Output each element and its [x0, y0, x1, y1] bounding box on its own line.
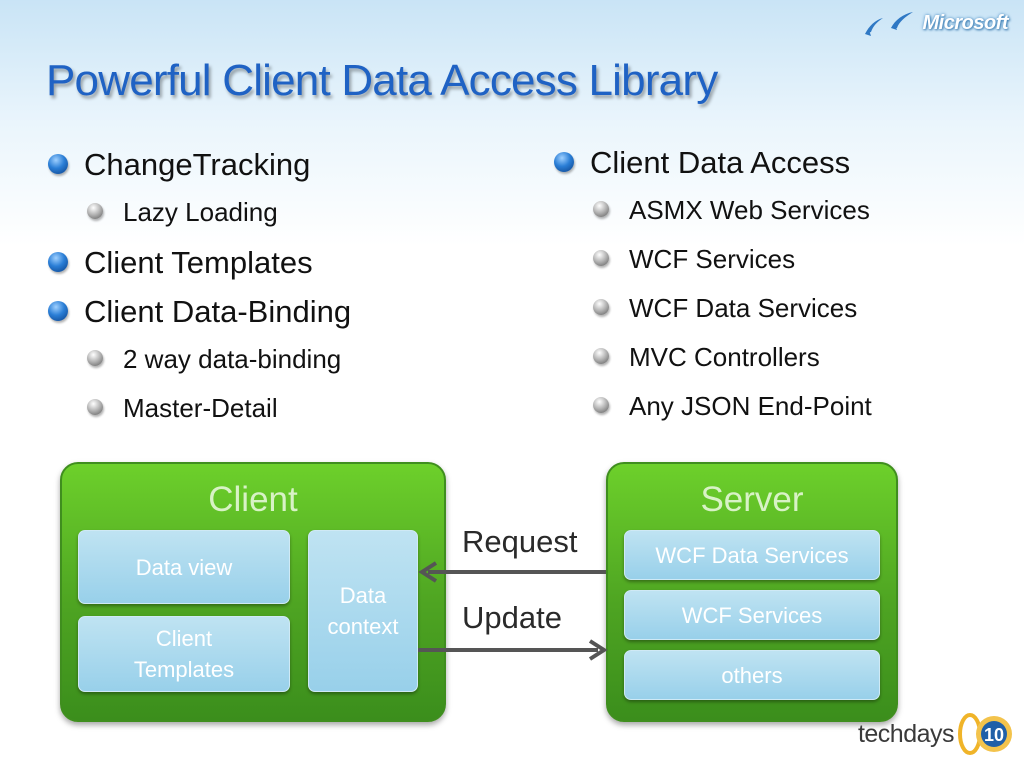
- sub-bullet-item: 2 way data-binding: [46, 344, 351, 374]
- sub-bullet-label: WCF Data Services: [629, 293, 858, 323]
- server-panel: Server WCF Data Services WCF Services ot…: [606, 462, 898, 722]
- sub-bullet-icon: [593, 250, 609, 266]
- sub-bullet-label: Lazy Loading: [123, 197, 278, 227]
- sub-bullet-label: Any JSON End-Point: [629, 391, 872, 421]
- bullet-icon: [554, 152, 574, 172]
- sub-bullet-label: ASMX Web Services: [629, 195, 870, 225]
- update-label: Update: [462, 600, 562, 635]
- sub-bullet-item: Master-Detail: [46, 393, 351, 423]
- sub-bullet-icon: [593, 397, 609, 413]
- sub-bullet-item: ASMX Web Services: [552, 195, 872, 225]
- server-panel-title: Server: [700, 480, 804, 519]
- techdays-logo-text: techdays: [857, 719, 955, 748]
- birds-icon: [864, 12, 913, 36]
- sub-bullet-label: MVC Controllers: [629, 342, 820, 372]
- sub-bullet-icon: [593, 299, 609, 315]
- client-templates-label-line1: Client: [155, 626, 213, 651]
- request-arrow-head: [418, 561, 438, 583]
- bullet-icon: [48, 301, 68, 321]
- slide-title: Powerful Client Data Access Library: [46, 56, 718, 105]
- bullet-item: Client Data-Binding: [46, 295, 351, 329]
- client-panel: Client Data view Client Templates Data c…: [60, 462, 446, 722]
- sub-bullet-item: Any JSON End-Point: [552, 391, 872, 421]
- sub-bullet-label: 2 way data-binding: [123, 344, 342, 374]
- bullet-label: Client Templates: [84, 245, 313, 280]
- data-view-label: Data view: [135, 554, 233, 580]
- bullet-item: Client Templates: [46, 246, 351, 280]
- bullet-item: ChangeTracking: [46, 148, 351, 182]
- right-bullet-list: Client Data Access ASMX Web Services WCF…: [552, 146, 872, 440]
- others-box: others: [624, 650, 880, 700]
- data-view-box: Data view: [78, 530, 290, 604]
- bullet-item: Client Data Access: [552, 146, 872, 180]
- sub-bullet-icon: [593, 201, 609, 217]
- bullet-label: Client Data Access: [590, 145, 851, 180]
- bullet-icon: [48, 154, 68, 174]
- sub-bullet-item: WCF Data Services: [552, 293, 872, 323]
- sub-bullet-item: MVC Controllers: [552, 342, 872, 372]
- client-panel-title: Client: [208, 480, 298, 519]
- left-bullet-list: ChangeTracking Lazy Loading Client Templ…: [46, 148, 351, 442]
- sub-bullet-icon: [87, 399, 103, 415]
- wcf-data-services-label: WCF Data Services: [655, 542, 849, 568]
- techdays-logo: techdays 10: [858, 712, 1014, 756]
- data-context-label-line2: context: [327, 614, 399, 639]
- sub-bullet-item: WCF Services: [552, 244, 872, 274]
- client-templates-label-line2: Templates: [133, 657, 235, 682]
- bullet-label: ChangeTracking: [84, 147, 311, 182]
- sub-bullet-icon: [593, 348, 609, 364]
- sub-bullet-icon: [87, 350, 103, 366]
- sub-bullet-label: WCF Services: [629, 244, 796, 274]
- bullet-icon: [48, 252, 68, 272]
- update-arrow-head: [588, 639, 608, 661]
- client-templates-box: Client Templates: [78, 616, 290, 692]
- request-label: Request: [462, 524, 578, 559]
- microsoft-logo-text: Microsoft: [922, 11, 1009, 34]
- sub-bullet-icon: [87, 203, 103, 219]
- data-context-box: Data context: [308, 530, 418, 692]
- wcf-services-box: WCF Services: [624, 590, 880, 640]
- sub-bullet-item: Lazy Loading: [46, 197, 351, 227]
- techdays-10-badge-icon: 10: [958, 713, 1012, 755]
- others-label: others: [721, 662, 783, 688]
- wcf-data-services-box: WCF Data Services: [624, 530, 880, 580]
- techdays-number: 10: [984, 725, 1004, 745]
- data-context-label-line1: Data: [339, 583, 387, 608]
- microsoft-logo: Microsoft: [861, 6, 1009, 40]
- bullet-label: Client Data-Binding: [84, 294, 352, 329]
- sub-bullet-label: Master-Detail: [123, 393, 278, 423]
- wcf-services-label: WCF Services: [681, 602, 823, 628]
